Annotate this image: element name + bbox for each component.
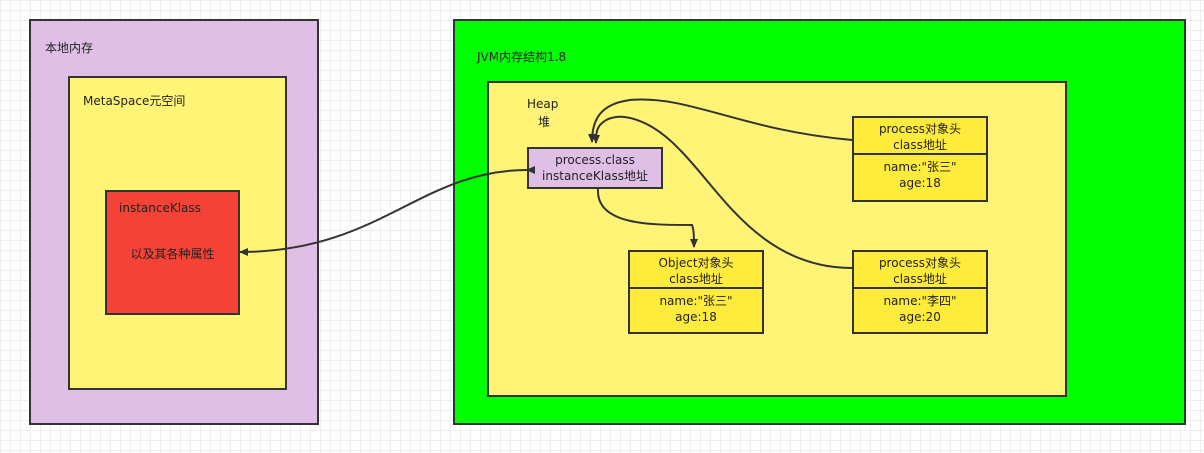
metaspace-region: MetaSpace元空间 instanceKlass 以及其各种属性 — [68, 76, 287, 390]
object-header: Object对象头 class地址 — [630, 252, 762, 289]
object-header-line1: process对象头 — [878, 122, 962, 136]
process-class-line1: process.class — [555, 153, 635, 167]
object-fields: name:"张三" age:18 — [630, 293, 762, 325]
process-class-line2: instanceKlass地址 — [542, 169, 648, 183]
instance-klass-name: instanceKlass — [119, 201, 201, 215]
object-field-age: age:18 — [675, 310, 717, 324]
object-field-age: age:20 — [899, 310, 941, 324]
object-header-line1: Object对象头 — [658, 256, 734, 270]
object-field-name: name:"张三" — [659, 294, 733, 308]
metaspace-title: MetaSpace元空间 — [83, 94, 186, 108]
process-class-box: process.class instanceKlass地址 — [527, 147, 663, 189]
object-header-line2: class地址 — [893, 272, 947, 286]
object-header-line2: class地址 — [893, 138, 947, 152]
object-field-name: name:"张三" — [883, 160, 957, 174]
object-header-line2: class地址 — [669, 272, 723, 286]
heap-subtitle: 堆 — [538, 115, 551, 129]
object-box-process-1: process对象头 class地址 name:"张三" age:18 — [852, 116, 988, 202]
instance-klass-desc: 以及其各种属性 — [130, 247, 215, 261]
native-memory-title: 本地内存 — [45, 41, 94, 55]
object-field-name: name:"李四" — [883, 294, 957, 308]
object-header: process对象头 class地址 — [854, 252, 986, 289]
object-field-age: age:18 — [899, 176, 941, 190]
object-header: process对象头 class地址 — [854, 118, 986, 155]
instance-klass-box: instanceKlass 以及其各种属性 — [105, 190, 240, 315]
object-fields: name:"李四" age:20 — [854, 293, 986, 325]
object-header-line1: process对象头 — [878, 256, 962, 270]
native-memory-region: 本地内存 MetaSpace元空间 instanceKlass 以及其各种属性 — [29, 19, 319, 425]
object-box-object: Object对象头 class地址 name:"张三" age:18 — [628, 250, 764, 334]
object-fields: name:"张三" age:18 — [854, 159, 986, 191]
object-box-process-2: process对象头 class地址 name:"李四" age:20 — [852, 250, 988, 334]
heap-title: Heap — [527, 97, 559, 111]
jvm-title: JVM内存结构1.8 — [477, 50, 567, 64]
jvm-region: JVM内存结构1.8 Heap 堆 — [453, 19, 1186, 425]
